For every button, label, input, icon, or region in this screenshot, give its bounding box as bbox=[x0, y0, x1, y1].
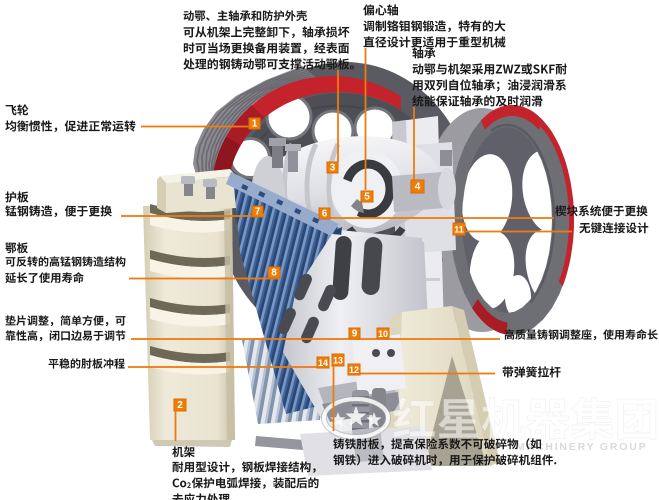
svg-text:8: 8 bbox=[271, 268, 277, 279]
svg-text:2: 2 bbox=[177, 400, 183, 411]
svg-text:4: 4 bbox=[415, 182, 421, 193]
svg-text:10: 10 bbox=[378, 329, 388, 339]
svg-text:11: 11 bbox=[454, 225, 464, 235]
svg-text:5: 5 bbox=[364, 192, 370, 203]
svg-text:6: 6 bbox=[322, 209, 328, 220]
svg-text:MACHINERY GROUP: MACHINERY GROUP bbox=[516, 441, 647, 453]
svg-text:7: 7 bbox=[255, 207, 261, 218]
svg-text:14: 14 bbox=[318, 358, 328, 368]
svg-text:3: 3 bbox=[330, 163, 336, 174]
svg-text:9: 9 bbox=[352, 329, 358, 340]
svg-text:12: 12 bbox=[349, 365, 359, 375]
svg-text:1: 1 bbox=[252, 119, 258, 130]
svg-text:13: 13 bbox=[333, 356, 343, 366]
